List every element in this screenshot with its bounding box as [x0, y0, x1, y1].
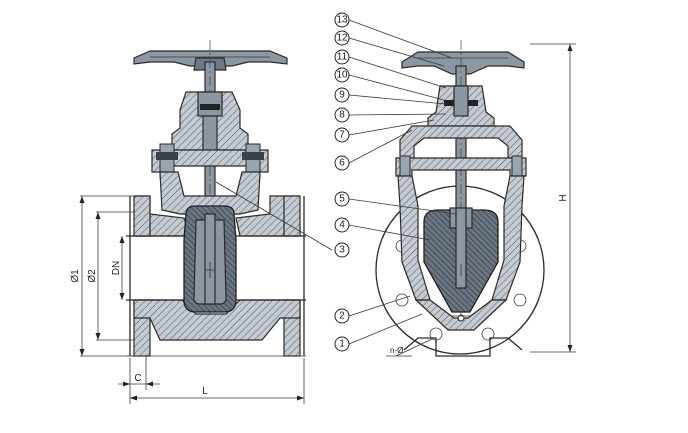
callout-9-label: 9 — [339, 90, 345, 101]
callout-2: 2 — [334, 308, 350, 324]
callout-1-label: 1 — [339, 339, 345, 350]
front-section-view — [126, 40, 306, 357]
callout-10-label: 10 — [336, 70, 348, 81]
callout-4-label: 4 — [339, 220, 345, 231]
left-dimensions: Ø1 Ø2 DN L C — [70, 195, 305, 404]
callout-7-label: 7 — [339, 130, 345, 141]
callout-9: 9 — [334, 87, 350, 103]
dim-l: L — [202, 386, 208, 397]
callout-10: 10 — [334, 67, 350, 83]
callout-2-label: 2 — [339, 311, 345, 322]
dim-dn: DN — [111, 261, 122, 275]
callout-12-label: 12 — [336, 33, 348, 44]
callout-1: 1 — [334, 336, 350, 352]
left-bonnet-body — [159, 171, 261, 215]
side-section-view — [375, 40, 545, 357]
dim-d1: Ø1 — [70, 269, 81, 283]
callout-12: 12 — [334, 30, 350, 46]
callouts: 13 12 11 10 9 8 7 6 — [215, 12, 457, 352]
dim-d2: Ø2 — [87, 269, 98, 283]
callout-5: 5 — [334, 191, 350, 207]
callout-8: 8 — [334, 107, 350, 123]
left-body-bottom — [133, 299, 301, 341]
right-body-bottom — [414, 299, 508, 331]
dim-c: C — [134, 373, 141, 384]
callout-3: 3 — [334, 242, 350, 258]
right-handwheel — [401, 51, 525, 75]
dim-bolt-holes: n-Ø — [390, 346, 403, 355]
callout-11: 11 — [334, 49, 350, 65]
callout-13-label: 13 — [336, 15, 348, 26]
callout-6-label: 6 — [339, 158, 345, 169]
callout-11-label: 11 — [337, 52, 348, 63]
dim-h-group: H — [530, 43, 576, 353]
callout-8-label: 8 — [339, 110, 345, 121]
callout-6: 6 — [334, 155, 350, 171]
callout-13: 13 — [334, 12, 350, 28]
dim-h: H — [558, 194, 569, 201]
callout-5-label: 5 — [339, 194, 345, 205]
callout-4: 4 — [334, 217, 350, 233]
callout-7: 7 — [334, 127, 350, 143]
callout-3-label: 3 — [339, 245, 345, 256]
bolt-label-group: n-Ø — [386, 337, 435, 357]
